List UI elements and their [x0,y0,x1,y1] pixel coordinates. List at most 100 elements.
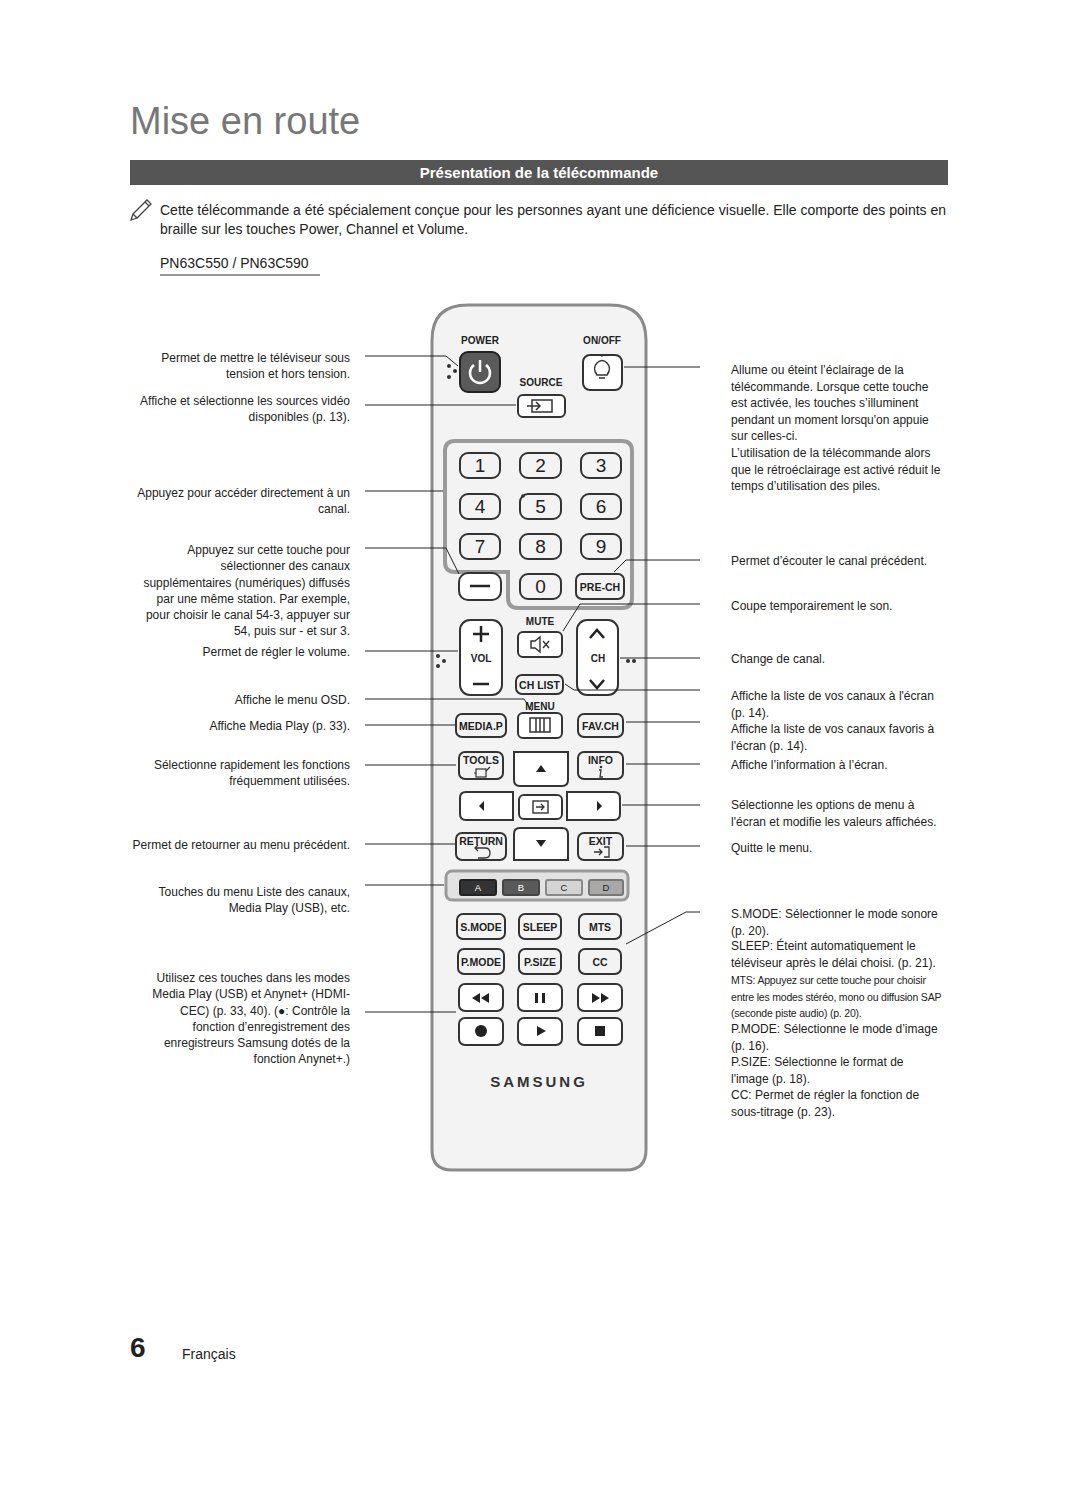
key-label: 0 [535,576,546,598]
function-key: EXIT [577,832,624,861]
section-band: Présentation de la télécommande [130,160,948,185]
key-label: 8 [535,536,546,558]
mode-key: SLEEP [518,913,562,940]
note-icon [131,200,151,220]
color-key: C [545,879,583,896]
callout-text: Coupe temporairement le son. [731,598,943,615]
callout-text: Allume ou éteint l’éclairage de la téléc… [731,362,943,445]
number-key: 1 [459,452,501,479]
language: Français [182,1346,302,1362]
remote-control: SAMSUNG 1 2 3 4 5 6 7 8 9 0 PRE-CH CH LIST MEDIA.P FAV… [432,305,646,1170]
key-label: MEDIA.P [459,720,503,732]
key-name: MENU [515,701,565,712]
key-label: Présentation de la télécommande [420,164,658,181]
model-number: PN63C550 / PN63C590 [160,255,460,271]
key-label: 1 [475,455,486,477]
key-name: VOL [465,653,497,664]
callout-text: Affiche et sélectionne les sources vidéo… [135,393,350,426]
key-label: CC [592,956,607,968]
function-key: INFO [577,751,624,780]
key-label: 6 [596,496,607,518]
remote-body [432,305,646,1170]
exit-icon [594,847,609,857]
number-key: 7 [459,533,501,560]
volume-rocker [460,620,502,695]
callout-text: Quitte le menu. [731,840,943,857]
function-key: RETURN [455,832,507,861]
number-key: 4 [459,493,501,520]
key-label: FAV.CH [582,720,619,732]
callout-text: Permet de régler le volume. [135,644,350,660]
mode-key: S.MODE [456,913,505,940]
callout-text: L’utilisation de la télécommande alors q… [731,445,943,495]
number-key: 6 [580,493,622,520]
callout-text: Sélectionne rapidement les fonctions fré… [135,757,350,790]
key-label: P.SIZE [524,956,556,968]
color-key: B [502,879,540,896]
mode-key: P.MODE [457,948,505,975]
key-label: 4 [475,496,486,518]
key-label: A [475,882,481,893]
key-name: CH [583,653,613,664]
callout-text: Appuyez sur cette touche pour sélectionn… [130,542,350,640]
key-label: MTS [589,921,611,933]
key-name: SOURCE [510,377,572,388]
number-key: 0 [519,573,562,600]
brand-name: SAMSUNG [432,1073,646,1090]
key-label: TOOLS [463,754,499,766]
key-label: RETURN [459,835,503,847]
callout-text: Utilisez ces touches dans les modes Medi… [135,970,350,1068]
function-key: CH LIST [515,674,564,695]
key-name: MUTE [515,616,565,627]
info-icon [600,766,603,769]
key-label: B [518,882,524,893]
callout-text: Affiche Media Play (p. 33). [135,718,350,734]
callout-text: MTS: Appuyez sur cette touche pour chois… [731,972,946,1022]
key-label: D [603,882,610,893]
function-key: MEDIA.P [455,713,507,738]
key-label: INFO [588,754,613,766]
callout-text: Permet de mettre le téléviseur sous tens… [135,350,350,383]
page-number: 6 [130,1332,170,1364]
number-key: 5 [519,493,562,520]
color-key-panel [446,871,628,900]
color-key: D [588,879,624,896]
menu-button [518,713,562,738]
key-label: 7 [475,536,486,558]
tools-icon [476,769,486,777]
number-key: 8 [519,533,562,560]
channel-rocker [577,620,618,695]
key-name: ON/OFF [572,335,632,346]
key-label: S.MODE [460,921,501,933]
keypad-panel [445,441,632,608]
dash-button [459,573,501,600]
key-label: 2 [535,455,546,477]
key-label: C [561,882,568,893]
mode-key: MTS [578,913,622,940]
key-label: P.MODE [461,956,501,968]
callout-text: SLEEP: Éteint automatiquement le télévis… [731,938,943,971]
source-button [518,395,565,417]
callout-text: Permet d’écouter le canal précédent. [731,553,943,570]
key-label: 5 [535,496,546,518]
function-key: FAV.CH [577,713,624,738]
number-key: 9 [580,533,622,560]
media-keys [459,984,622,1045]
key-label: SLEEP [523,921,557,933]
callout-text: S.MODE: Sélectionner le mode sonore (p. … [731,906,943,939]
mute-button [518,632,562,657]
key-name: POWER [450,335,510,346]
direction-pad [460,752,620,860]
function-key: TOOLS [458,751,504,780]
function-key: PRE-CH [575,573,625,600]
note-text: Cette télécommande a été spécialement co… [160,201,960,239]
number-key: 2 [519,452,562,479]
page-title: Mise en route [130,100,360,143]
key-label: EXIT [589,835,612,847]
callout-text: Affiche le menu OSD. [135,692,350,708]
number-key: 3 [580,452,622,479]
callout-text: P.MODE: Sélectionne le mode d’image (p. … [731,1021,943,1054]
color-key: A [459,879,497,896]
key-label: 9 [596,536,607,558]
